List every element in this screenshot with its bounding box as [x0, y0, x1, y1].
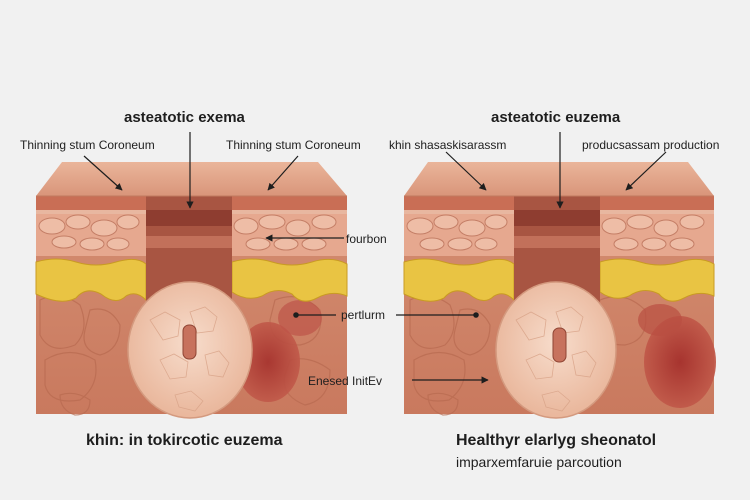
right-channel-band	[514, 210, 600, 226]
label-fourbon: fourbon	[346, 232, 387, 246]
left-channel-band	[146, 210, 232, 226]
left-hair-shaft	[182, 324, 197, 360]
right-skin-surface	[404, 162, 714, 196]
left-label-top-right: Thinning stum Coroneum	[226, 138, 361, 152]
arrow-right-khin	[445, 151, 487, 191]
left-fat-layer	[35, 258, 348, 302]
arrow-left-corneum-b	[267, 155, 299, 191]
right-skin-block	[403, 162, 716, 419]
left-label-top-left: Thinning stum Coroneum	[20, 138, 155, 152]
right-hair-shaft	[552, 327, 567, 363]
left-skin-surface	[36, 162, 347, 196]
right-epidermis-cells	[406, 214, 705, 251]
left-title: asteatotic exema	[124, 109, 245, 126]
left-lesion-small	[278, 300, 322, 336]
right-lesion-small	[638, 304, 682, 336]
left-channel-band-2	[146, 236, 232, 248]
right-channel-band-2	[514, 236, 600, 248]
right-lesion	[644, 316, 716, 408]
right-title: asteatotic euzema	[491, 109, 621, 126]
left-caption: khin: in tokircotic euzema	[86, 432, 283, 449]
right-caption-line1: Healthyr elarlyg sheonatol	[456, 432, 657, 449]
right-label-top-right: producsassam production	[582, 138, 720, 152]
arrow-right-production	[625, 151, 667, 191]
leader-lines	[83, 132, 667, 384]
label-pertlurm: pertlurm	[341, 308, 386, 322]
label-enesed: Enesed InitEv	[308, 374, 383, 388]
right-label-top-left: khin shasaskisarassm	[389, 138, 507, 152]
right-fat-layer	[403, 258, 715, 302]
arrow-left-corneum-a	[83, 155, 123, 191]
left-epidermis-cells	[38, 214, 337, 251]
right-caption-line2: imparxemfaruie parcoution	[456, 454, 622, 470]
left-skin-block	[35, 162, 348, 419]
left-follicle-cells	[149, 306, 230, 412]
